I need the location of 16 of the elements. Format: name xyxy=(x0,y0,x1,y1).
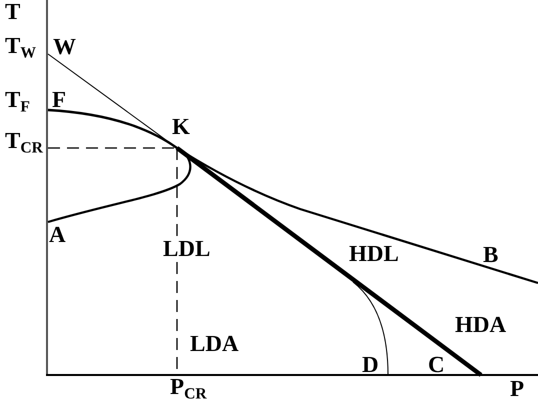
point-label: F xyxy=(52,88,66,111)
tick-label: T$_{CR}$ xyxy=(5,129,43,152)
tick-label: T$_{W}$ xyxy=(5,34,36,57)
axis-label: T xyxy=(5,0,20,23)
point-label: W xyxy=(53,35,76,58)
point-label: D xyxy=(362,353,379,376)
region-label: HDA xyxy=(455,313,506,336)
point-label: C xyxy=(428,353,445,376)
point-label: B xyxy=(483,243,498,266)
point-label: A xyxy=(49,223,66,246)
region-label: HDL xyxy=(349,242,399,265)
point-label: K xyxy=(172,115,190,138)
tick-label: P$_{CR}$ xyxy=(170,375,207,398)
axis-label: P xyxy=(510,377,524,400)
region-label: LDA xyxy=(190,332,239,355)
tick-label: T$_{F}$ xyxy=(5,88,30,111)
